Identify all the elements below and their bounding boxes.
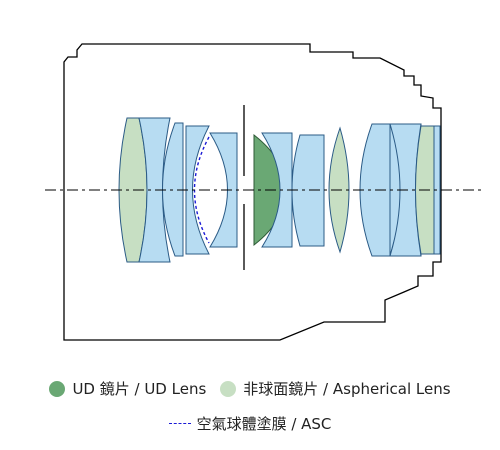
asc-legend-label: 空氣球體塗膜 / ASC xyxy=(196,415,332,433)
ud-lens-legend-swatch xyxy=(49,380,66,397)
legend-row-asc: 空氣球體塗膜 / ASC xyxy=(0,413,500,434)
legend-row-lens-types: UD 鏡片 / UD Lens 非球面鏡片 / Aspherical Lens xyxy=(0,378,500,399)
ud-lens-legend-label: UD 鏡片 / UD Lens xyxy=(72,380,207,398)
normal-lens-4 xyxy=(209,132,238,248)
normal-lens-1 xyxy=(138,117,171,263)
normal-lens-3 xyxy=(185,125,210,255)
normal-lens-9 xyxy=(433,125,441,255)
normal-lens-5 xyxy=(261,132,293,248)
normal-lens-6 xyxy=(291,134,325,247)
aspherical-lens-legend-swatch xyxy=(220,380,237,397)
lens-cross-section-diagram xyxy=(45,43,485,341)
asc-legend-swatch xyxy=(168,423,191,424)
lens-barrel-outline xyxy=(63,43,442,341)
aspherical-lens-legend-label: 非球面鏡片 / Aspherical Lens xyxy=(243,380,451,398)
